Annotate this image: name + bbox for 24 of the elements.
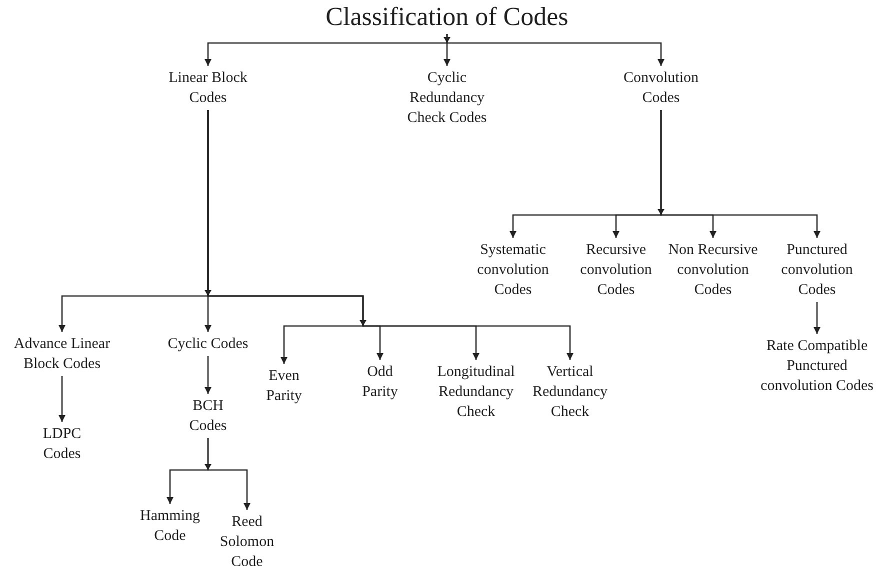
category-label: Non Recursive convolution Codes (668, 240, 758, 300)
arrow (814, 302, 820, 334)
category-label: Rate Compatible Punctured convolution Codes (752, 336, 882, 396)
arrow (207, 110, 574, 360)
category-label: Cyclic Redundancy Check Codes (392, 68, 502, 128)
arrow (660, 110, 820, 238)
category-label: Recursive convolution Codes (571, 240, 661, 300)
category-label: Odd Parity (355, 362, 405, 402)
arrow (204, 356, 212, 394)
root-label: Classification of Codes (287, 2, 607, 32)
category-label: Punctured convolution Codes (772, 240, 862, 300)
category-label: Reed Solomon Code (210, 512, 284, 566)
category-label: Linear Block Codes (158, 68, 258, 108)
category-label: Hamming Code (132, 506, 208, 546)
arrow (58, 376, 66, 422)
arrow (207, 438, 250, 510)
category-label: Systematic convolution Codes (468, 240, 558, 300)
arrow (446, 34, 664, 66)
category-label: Even Parity (259, 366, 309, 406)
category-label: BCH Codes (178, 396, 238, 436)
category-label: LDPC Codes (32, 424, 92, 464)
category-label: Convolution Codes (611, 68, 711, 108)
category-label: Cyclic Codes (153, 334, 263, 354)
category-label: Advance Linear Block Codes (2, 334, 122, 374)
